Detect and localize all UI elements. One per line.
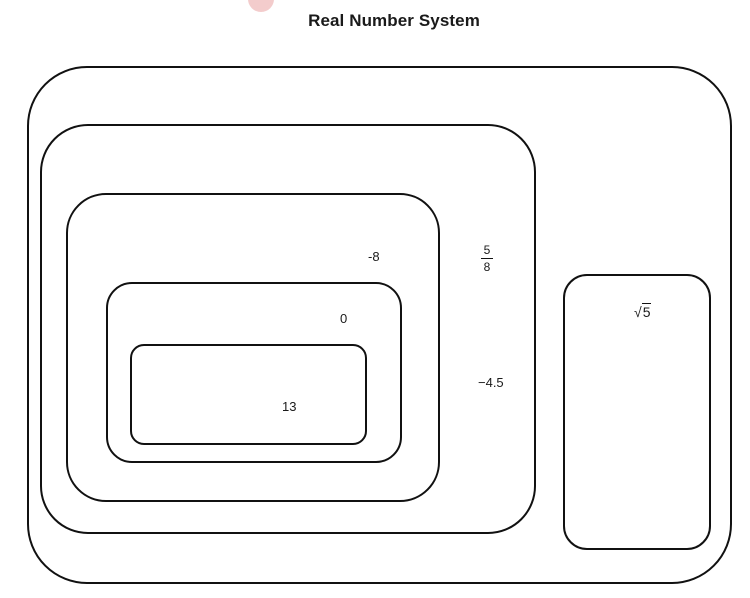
integers-region	[66, 193, 440, 502]
natural-numbers-region	[130, 344, 367, 445]
whole-numbers-region	[106, 282, 402, 463]
fraction-five-eighths: 5 8	[480, 244, 494, 273]
number-negative-eight: -8	[368, 249, 380, 264]
fraction-bar	[481, 258, 493, 259]
number-negative-four-point-five: −4.5	[478, 375, 504, 390]
fraction-numerator: 5	[483, 243, 491, 257]
rational-numbers-region	[40, 124, 536, 534]
number-zero: 0	[340, 311, 348, 326]
number-thirteen: 13	[282, 399, 297, 414]
logo-mark	[248, 0, 274, 12]
radical-symbol: √	[634, 304, 642, 320]
radicand: 5	[641, 303, 652, 320]
real-numbers-region	[27, 66, 732, 584]
irrational-numbers-region	[563, 274, 711, 550]
square-root-five: √5	[634, 303, 652, 320]
page-title: Real Number System	[308, 11, 480, 30]
fraction-denominator: 8	[483, 260, 491, 274]
